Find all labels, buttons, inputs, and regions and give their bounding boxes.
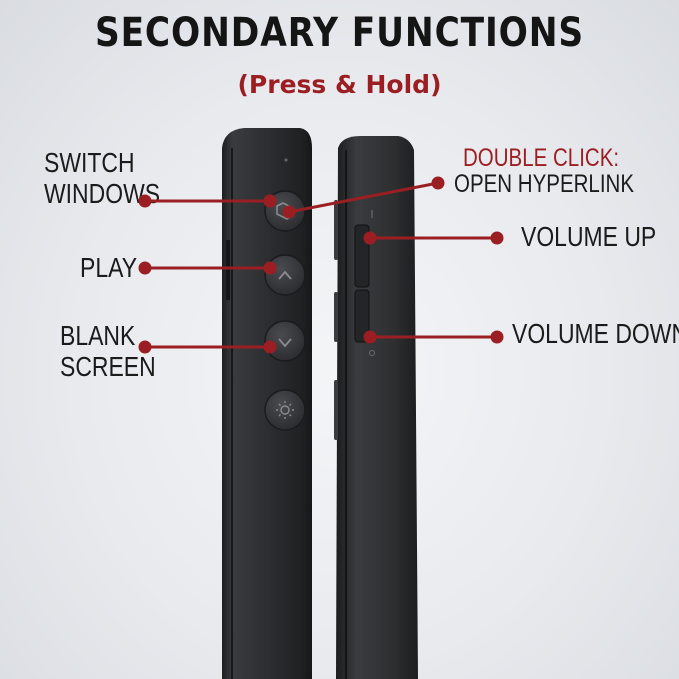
brightness-button[interactable] xyxy=(264,389,306,431)
page-title: SECONDARY FUNCTIONS xyxy=(94,10,585,56)
double-click-label: DOUBLE CLICK: xyxy=(463,144,620,172)
switch-windows-label-line1: SWITCH xyxy=(44,147,135,178)
volume-up-label: VOLUME UP xyxy=(521,221,657,252)
open-hyperlink-label: OPEN HYPERLINK xyxy=(454,170,635,198)
blank-screen-label-line2: SCREEN xyxy=(60,351,156,382)
callout-lines xyxy=(138,176,504,354)
page-subtitle: (Press & Hold) xyxy=(237,70,442,99)
blank-screen-label-line1: BLANK xyxy=(60,320,136,351)
side-remote xyxy=(334,136,418,679)
chevron-up-icon xyxy=(278,270,292,280)
play-label: PLAY xyxy=(80,252,138,283)
sun-icon xyxy=(276,401,294,419)
blank-screen-label: BLANK SCREEN xyxy=(60,320,156,382)
volume-down-key[interactable] xyxy=(354,289,370,343)
volume-down-label: VOLUME DOWN xyxy=(512,318,679,349)
chevron-down-icon xyxy=(278,338,292,348)
up-button[interactable] xyxy=(264,254,306,296)
